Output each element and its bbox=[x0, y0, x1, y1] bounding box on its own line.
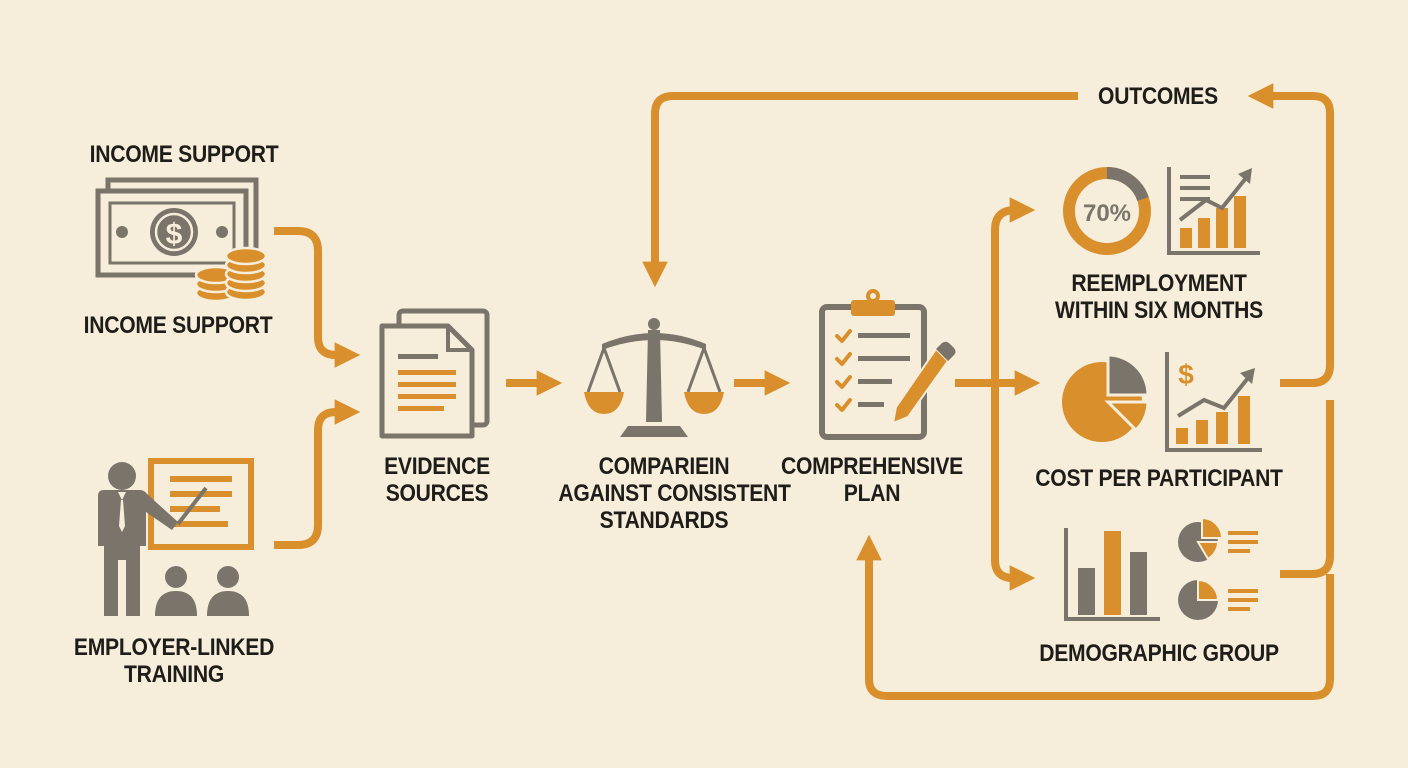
evidence-label-line2: SOURCES bbox=[385, 480, 489, 507]
cost-per-participant-label: COST PER PARTICIPANT bbox=[1035, 465, 1283, 492]
reemployment-label: REEMPLOYMENT WITHIN SIX MONTHS bbox=[1036, 270, 1282, 324]
arrow-plan-to-reemployment bbox=[991, 197, 1036, 383]
trainer-presentation-icon bbox=[98, 458, 254, 616]
plan-label-line2: PLAN bbox=[843, 480, 901, 507]
evidence-sources-label: EVIDENCE SOURCES bbox=[349, 453, 525, 507]
comparison-label-line3: STANDARDS bbox=[599, 507, 729, 534]
plan-label-line1: COMPREHENSIVE bbox=[781, 453, 963, 480]
feedback-to-outcomes bbox=[1247, 83, 1334, 387]
bar-chart-icon bbox=[1064, 528, 1160, 621]
balance-scale-icon bbox=[584, 318, 724, 437]
pencil-icon bbox=[891, 341, 956, 425]
cost-dollar-symbol: $ bbox=[1178, 359, 1194, 390]
audience-icon bbox=[155, 566, 249, 616]
training-label-line1: EMPLOYER-LINKED bbox=[73, 634, 275, 661]
evidence-label-line1: EVIDENCE bbox=[384, 453, 490, 480]
trend-bar-chart-icon bbox=[1167, 167, 1260, 255]
comparison-label-line2: AGAINST CONSISTENT bbox=[558, 480, 791, 507]
money-bill-icon: $ bbox=[95, 177, 259, 278]
comparison-label: COMPARIEIN AGAINST CONSISTENT STANDARDS bbox=[558, 453, 791, 534]
outcomes-title: OUTCOMES bbox=[1087, 83, 1229, 110]
reemployment-label-line1: REEMPLOYMENT bbox=[1071, 270, 1247, 297]
income-support-label: INCOME SUPPORT bbox=[83, 312, 273, 339]
income-support-heading: INCOME SUPPORT bbox=[89, 141, 279, 168]
coin-stack-icon bbox=[194, 246, 268, 303]
employer-linked-training-label: EMPLOYER-LINKED TRAINING bbox=[60, 634, 289, 688]
svg-text:$: $ bbox=[166, 218, 183, 251]
demographic-group-label: DEMOGRAPHIC GROUP bbox=[1039, 640, 1279, 667]
arrow-training-to-evidence bbox=[274, 399, 361, 549]
reemployment-label-line2: WITHIN SIX MONTHS bbox=[1055, 297, 1263, 324]
small-pie-legend-icon bbox=[1178, 516, 1258, 620]
arrow-income-to-evidence bbox=[274, 227, 361, 368]
arrow-plan-to-demographic bbox=[991, 383, 1036, 591]
comprehensive-plan-label: COMPREHENSIVE PLAN bbox=[766, 453, 977, 507]
percent-ring-icon: 70% bbox=[1063, 167, 1151, 255]
pie-chart-icon bbox=[1062, 353, 1150, 442]
comparison-label-line1: COMPARIEIN bbox=[598, 453, 730, 480]
feedback-outcomes-to-comparison bbox=[642, 92, 1078, 288]
dollar-trend-chart-icon: $ bbox=[1165, 352, 1262, 452]
training-label-line2: TRAINING bbox=[124, 661, 224, 688]
documents-icon bbox=[379, 308, 490, 439]
feedback-bottom-to-plan bbox=[856, 534, 1334, 700]
reemployment-percent: 70% bbox=[1083, 200, 1131, 227]
feedback-demographic-join bbox=[1280, 400, 1334, 578]
